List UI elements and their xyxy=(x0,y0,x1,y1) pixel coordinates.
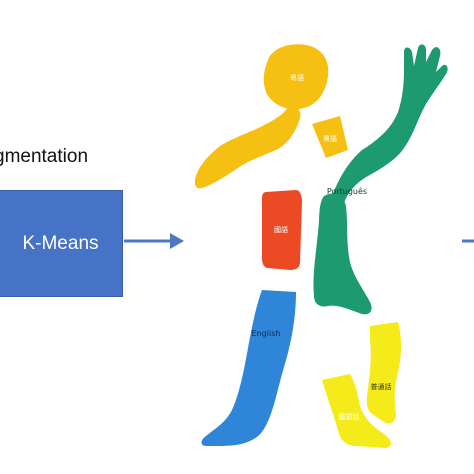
right-arm-segment xyxy=(323,44,448,270)
left-leg-label: English xyxy=(252,329,281,338)
head-label: 粵語 xyxy=(290,73,304,82)
torso-right-leg-segment xyxy=(313,193,372,315)
segmentation-heading: gmentation xyxy=(0,146,89,167)
right-foot-label: 國語話 xyxy=(339,412,360,421)
right-foot-segment xyxy=(322,374,392,448)
kmeans-label: K-Means xyxy=(22,232,99,254)
torso-label: 國語 xyxy=(274,225,288,234)
shoulder-label: 粵語 xyxy=(323,134,337,143)
left-leg-segment xyxy=(201,290,296,446)
right-shoulder-segment xyxy=(312,116,348,158)
left-arm-segment xyxy=(194,104,301,189)
right-shin-segment xyxy=(366,322,401,424)
right-arm-label: Português xyxy=(327,186,367,196)
head-segment xyxy=(263,44,329,110)
right-shin-label: 普通話 xyxy=(371,382,392,391)
arrow-to-figure xyxy=(124,233,184,249)
torso-red-segment xyxy=(262,190,302,270)
kmeans-box: K-Means xyxy=(0,190,123,297)
